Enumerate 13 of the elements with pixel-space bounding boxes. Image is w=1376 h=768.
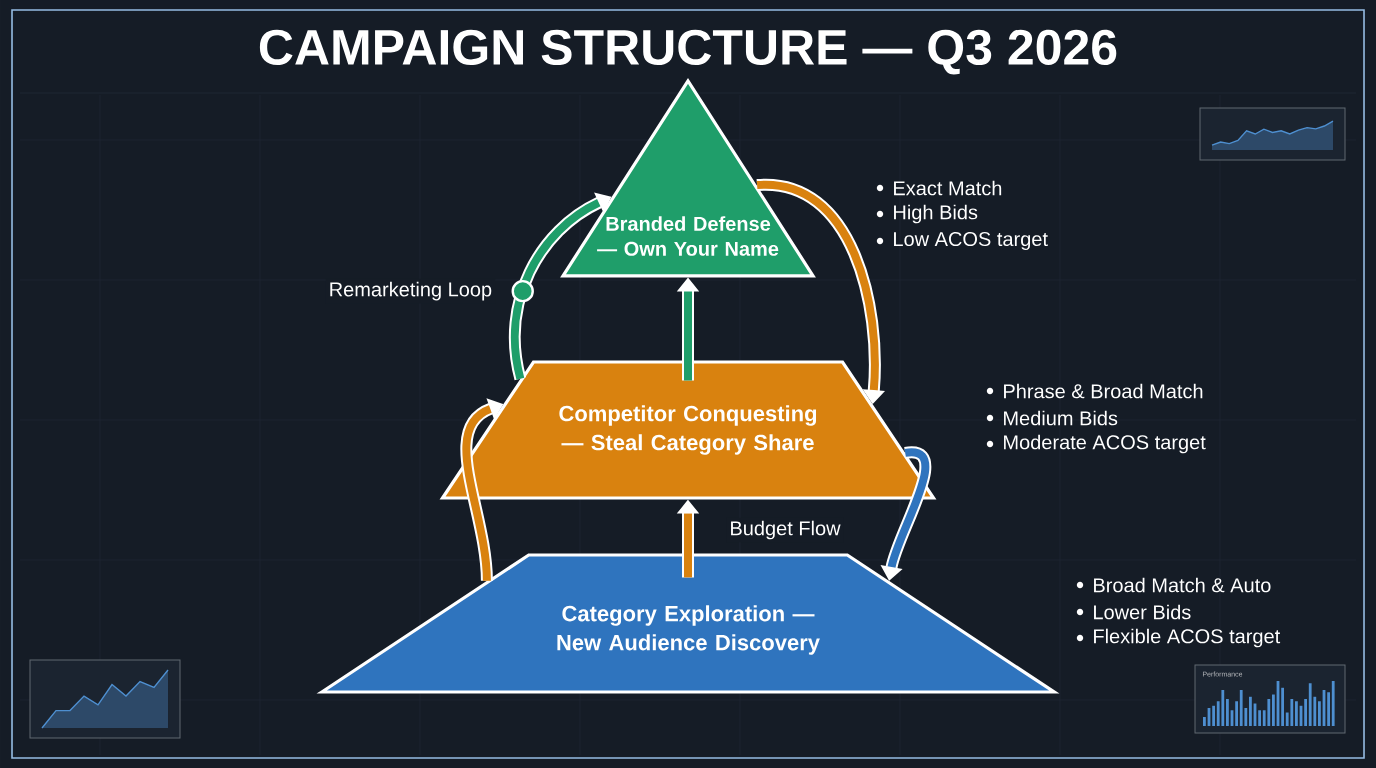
arrow [508, 192, 612, 380]
bullet-item: Low ACOS target [876, 231, 1048, 251]
edge-label: Budget Flow [726, 517, 844, 543]
bullet-item: Phrase & Broad Match [986, 383, 1203, 399]
bullet-item: Exact Match [876, 180, 1002, 196]
bullet-item: Lower Bids [1076, 604, 1191, 620]
bullet-item: Broad Match & Auto [1076, 577, 1271, 593]
title: CAMPAIGN STRUCTURE — Q3 2026 [259, 29, 1117, 75]
bullet-item: Flexible ACOS target [1076, 628, 1281, 648]
edge-label: Remarketing Loop [325, 278, 496, 304]
bullet-item: Medium Bids [986, 410, 1118, 426]
bullet-item: Moderate ACOS target [986, 434, 1206, 454]
bullet-item: High Bids [876, 204, 978, 224]
